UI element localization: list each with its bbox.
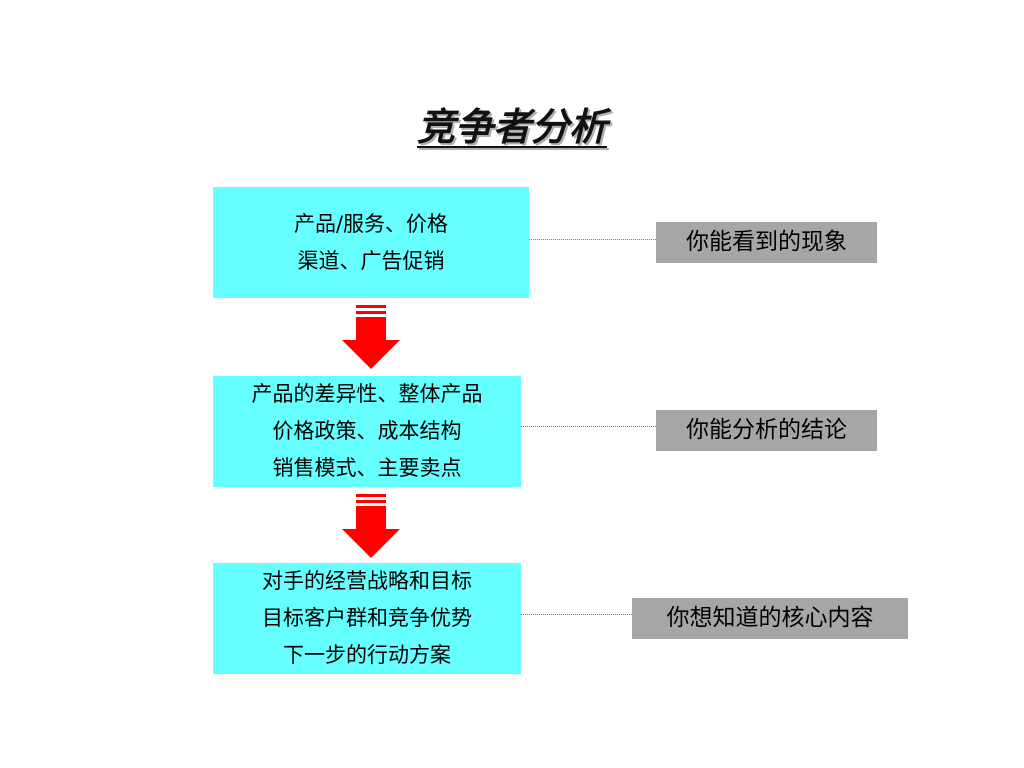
observation-label: 你能看到的现象 bbox=[656, 222, 877, 263]
analysis-label: 你能分析的结论 bbox=[656, 410, 877, 451]
analysis-line-3: 销售模式、主要卖点 bbox=[272, 456, 462, 480]
core-line-3: 下一步的行动方案 bbox=[283, 643, 451, 667]
observation-connector bbox=[529, 239, 656, 240]
analysis-line-1: 产品的差异性、整体产品 bbox=[251, 382, 483, 406]
observation-line-2: 渠道、广告促销 bbox=[297, 248, 445, 273]
analysis-box: 产品的差异性、整体产品 价格政策、成本结构 销售模式、主要卖点 bbox=[213, 376, 521, 487]
core-box: 对手的经营战略和目标 目标客户群和竞争优势 下一步的行动方案 bbox=[213, 563, 521, 674]
analysis-line-2: 价格政策、成本结构 bbox=[272, 419, 462, 443]
page-title: 竞争者分析 bbox=[416, 105, 607, 149]
core-label: 你想知道的核心内容 bbox=[632, 598, 908, 639]
analysis-connector bbox=[521, 426, 656, 427]
core-line-1: 对手的经营战略和目标 bbox=[262, 569, 472, 593]
down-arrow-icon bbox=[342, 494, 400, 558]
observation-box: 产品/服务、价格 渠道、广告促销 bbox=[213, 187, 529, 298]
down-arrow-icon bbox=[342, 305, 400, 369]
core-connector bbox=[521, 614, 632, 615]
core-line-2: 目标客户群和竞争优势 bbox=[262, 606, 472, 630]
observation-line-1: 产品/服务、价格 bbox=[293, 211, 449, 236]
